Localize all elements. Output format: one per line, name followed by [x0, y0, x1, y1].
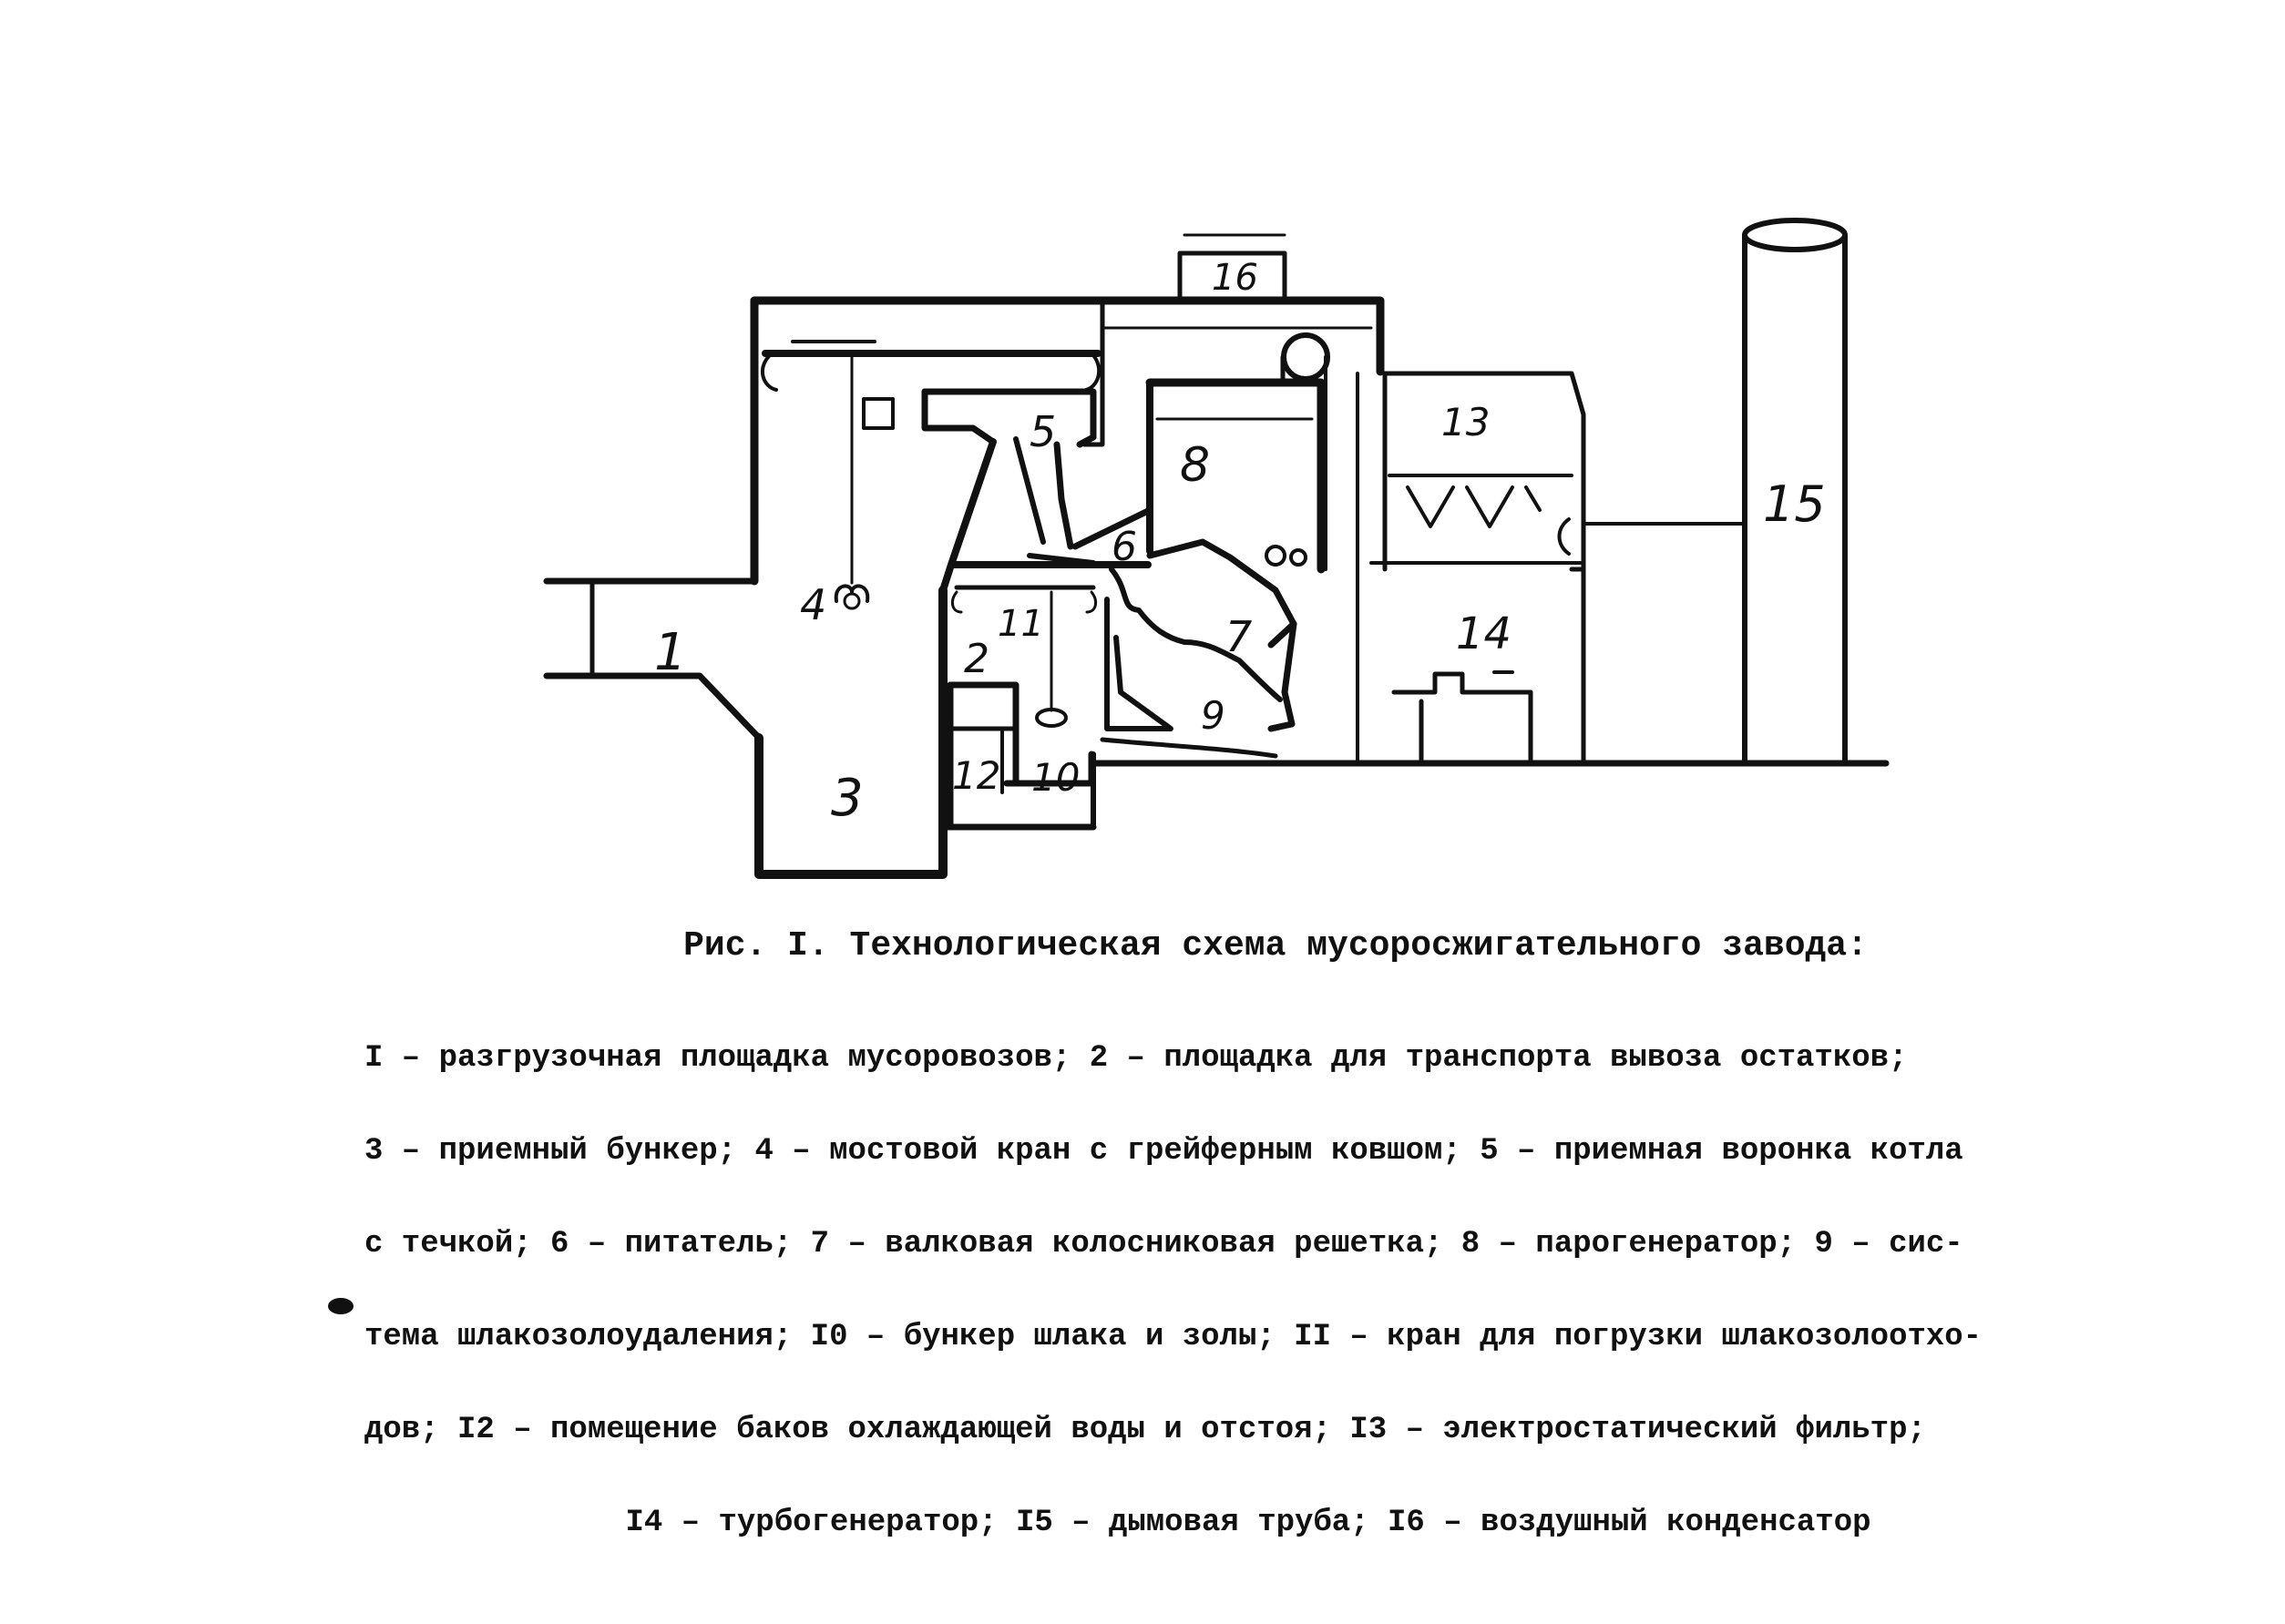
chimney [1742, 218, 1848, 766]
label-13: 13 [1441, 400, 1490, 444]
legend-line: с течкой; 6 – питатель; 7 – валковая кол… [364, 1227, 1963, 1261]
steam-generator [1145, 332, 1359, 765]
label-4: 4 [800, 580, 826, 629]
legend-line: 3 – приемный бункер; 4 – мостовой кран с… [364, 1134, 1963, 1169]
building-outline [750, 296, 1385, 447]
label-10: 10 [1031, 755, 1080, 800]
label-1: 1 [654, 623, 687, 682]
figure-legend: I – разгрузочная площадка мусоровозов; 2… [364, 981, 2132, 1600]
receiving-hopper [921, 388, 1097, 550]
slag-removal-system [939, 585, 1278, 831]
figure-title: Рис. I. Технологическая схема мусоросжиг… [683, 926, 1868, 965]
legend-line: I4 – турбогенератор; I5 – дымовая труба;… [625, 1506, 1871, 1540]
air-condenser [1177, 233, 1287, 303]
label-7: 7 [1225, 612, 1252, 661]
label-2: 2 [964, 636, 989, 682]
plant-diagram: 1 2 3 4 5 6 7 8 9 10 11 12 13 14 15 16 [543, 218, 1890, 879]
label-16: 16 [1212, 257, 1258, 299]
figure-caption: Рис. I. Технологическая схема мусоросжиг… [364, 924, 2132, 1600]
electrostatic-filter [1369, 371, 1747, 572]
label-14: 14 [1456, 608, 1511, 659]
label-3: 3 [831, 769, 864, 828]
label-5: 5 [1030, 407, 1056, 456]
label-15: 15 [1763, 475, 1826, 533]
unloading-platform [543, 577, 763, 741]
label-11: 11 [998, 603, 1044, 645]
legend-line: I – разгрузочная площадка мусоровозов; 2… [364, 1041, 1908, 1076]
bridge-crane [760, 340, 1102, 610]
label-6: 6 [1112, 524, 1137, 570]
legend-line: дов; I2 – помещение баков охлаждающей во… [364, 1413, 1926, 1447]
turbogenerator [1364, 567, 1586, 766]
ink-blot [328, 1298, 354, 1314]
roller-grate [1109, 538, 1307, 732]
label-8: 8 [1180, 438, 1210, 493]
label-12: 12 [952, 753, 1000, 798]
legend-line: тема шлакозолоудаления; I0 – бункер шлак… [364, 1320, 1983, 1354]
label-9: 9 [1201, 693, 1225, 738]
